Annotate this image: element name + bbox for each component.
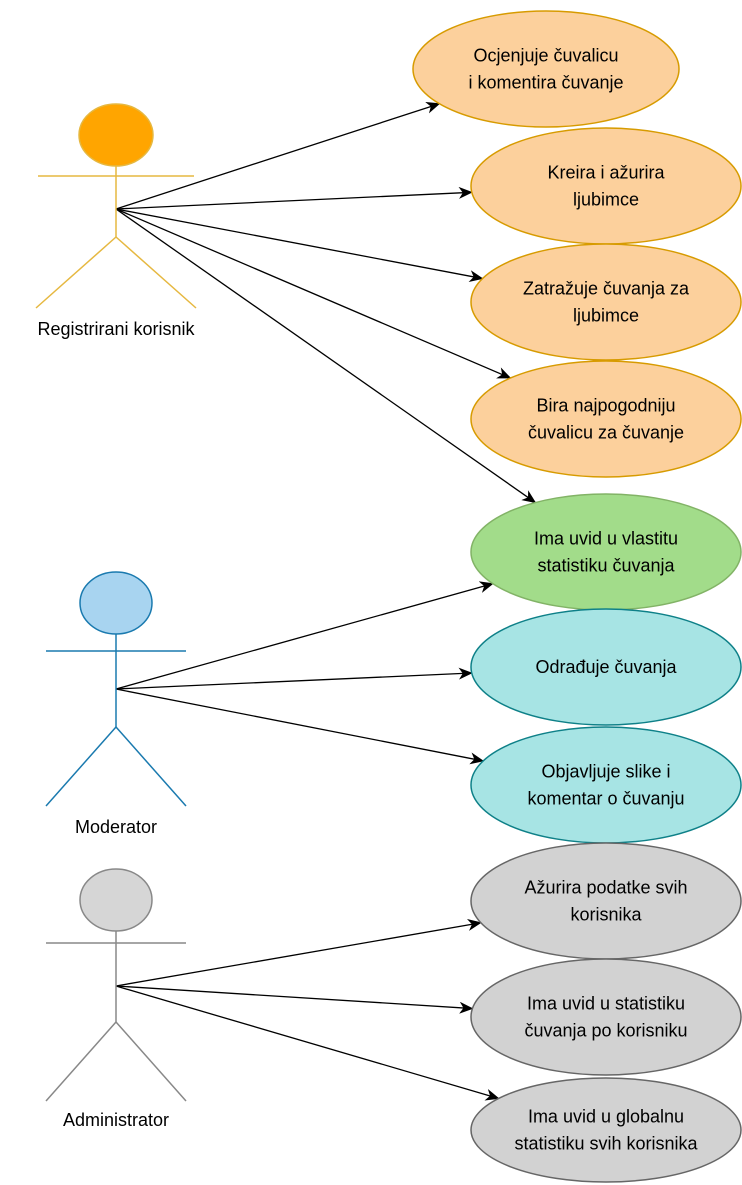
association-arrow-registered-uc2: [115, 186, 473, 210]
use-case-7: Objavljuje slike i komentar o čuvanju: [470, 726, 742, 844]
use-case-label: Objavljuje slike i: [541, 762, 670, 782]
use-case-ellipse: [470, 360, 742, 478]
use-case-1: Ocjenjuje čuvalicu i komentira čuvanje: [412, 10, 680, 128]
use-case-label: Ocjenjuje čuvalicu: [473, 46, 618, 66]
actor-head: [79, 868, 153, 932]
use-case-label: Ima uvid u vlastitu: [534, 529, 678, 549]
actor-left-leg: [35, 236, 117, 309]
use-case-label: statistiku čuvanja: [537, 556, 675, 576]
use-case-ellipse: [470, 493, 742, 611]
actor-label: Administrator: [63, 1110, 169, 1130]
use-case-8: Ažurira podatke svih korisnika: [470, 842, 742, 960]
use-case-6: Odrađuje čuvanja: [470, 608, 742, 726]
use-case-4: Bira najpogodniju čuvalicu za čuvanje: [470, 360, 742, 478]
actor-right-leg: [115, 1021, 187, 1102]
use-case-label: Ima uvid u statistiku: [527, 994, 685, 1014]
use-case-ellipse: [470, 243, 742, 361]
actor-right-leg: [115, 726, 187, 807]
actor-label: Registrirani korisnik: [37, 319, 195, 339]
use-case-label: Ima uvid u globalnu: [528, 1107, 684, 1127]
association-arrow-moderator-uc7: [115, 688, 485, 765]
use-case-ellipse: [412, 10, 680, 128]
use-case-label: Bira najpogodniju: [536, 396, 675, 416]
association-arrow-registered-uc1: [115, 102, 441, 210]
use-case-label: Ažurira podatke svih: [524, 878, 687, 898]
actor-left-leg: [45, 726, 117, 807]
use-case-ellipse: [470, 958, 742, 1076]
association-arrow-registered-uc4: [115, 208, 512, 379]
actors: Registrirani korisnikModeratorAdministra…: [35, 103, 197, 1130]
use-case-10: Ima uvid u globalnu statistiku svih koris…: [470, 1077, 742, 1183]
use-case-ellipse: [470, 1077, 742, 1183]
use-case-ellipse: [470, 842, 742, 960]
use-cases: Ocjenjuje čuvalicu i komentira čuvanjeKre…: [412, 10, 742, 1183]
actor-head: [78, 103, 154, 167]
association-arrow-admin-uc9: [115, 985, 474, 1014]
use-case-label: i komentira čuvanje: [468, 73, 623, 93]
actor-moderator: Moderator: [45, 571, 187, 837]
use-case-label: korisnika: [570, 905, 642, 925]
actor-registered: Registrirani korisnik: [35, 103, 197, 339]
use-case-label: Odrađuje čuvanja: [535, 657, 677, 677]
association-arrow-admin-uc10: [115, 985, 500, 1101]
actor-left-leg: [45, 1021, 117, 1102]
association-arrow-registered-uc5: [115, 208, 537, 504]
use-case-ellipse: [470, 726, 742, 844]
association-arrow-moderator-uc6: [115, 667, 473, 690]
association-arrow-moderator-uc5: [115, 581, 494, 690]
actor-label: Moderator: [75, 817, 157, 837]
association-arrow-registered-uc3: [115, 208, 484, 283]
association-arrow-admin-uc8: [115, 919, 482, 987]
use-case-label: komentar o čuvanju: [527, 789, 684, 809]
actor-head: [79, 571, 153, 635]
actor-right-leg: [115, 236, 197, 309]
use-case-label: Kreira i ažurira: [547, 163, 665, 183]
use-case-label: statistiku svih korisnika: [514, 1134, 698, 1154]
use-case-ellipse: [470, 127, 742, 245]
use-case-9: Ima uvid u statistiku čuvanja po korisnik…: [470, 958, 742, 1076]
use-case-label: čuvanja po korisniku: [524, 1021, 687, 1041]
use-case-3: Zatražuje čuvanja za ljubimce: [470, 243, 742, 361]
use-case-label: Zatražuje čuvanja za: [523, 279, 690, 299]
use-case-label: ljubimce: [573, 306, 639, 326]
use-case-label: čuvalicu za čuvanje: [528, 423, 684, 443]
associations: [115, 102, 537, 1101]
actor-admin: Administrator: [45, 868, 187, 1130]
use-case-5: Ima uvid u vlastitu statistiku čuvanja: [470, 493, 742, 611]
use-case-label: ljubimce: [573, 190, 639, 210]
use-case-ellipse: [470, 608, 742, 726]
use-case-2: Kreira i ažurira ljubimce: [470, 127, 742, 245]
